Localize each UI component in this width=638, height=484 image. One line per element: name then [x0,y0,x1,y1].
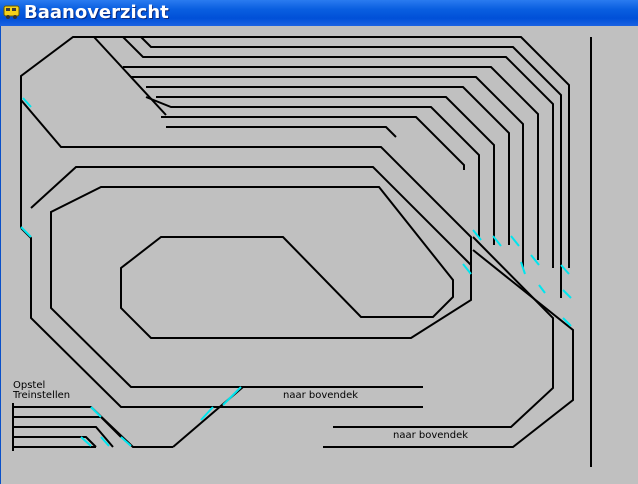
track-stair-4 [131,76,524,268]
switch-10 [560,264,570,275]
track-stair-3 [123,66,539,260]
switch-7 [520,261,526,275]
train-icon [3,4,21,20]
switch-18 [120,436,132,447]
switch-14 [200,406,214,421]
switch-6 [510,235,520,247]
track-loop-outer-top [30,166,472,388]
track-stair-7 [145,96,480,237]
track-diagram [12,36,592,467]
yard-track-3 [13,426,114,448]
track-stair-5 [146,86,510,245]
switch-5 [492,235,502,247]
switch-17 [100,436,110,447]
switch-9 [538,284,546,294]
track-stair-6 [156,96,495,245]
track-outer-left [20,36,570,268]
track-diagonal-entry [20,99,472,268]
label-opstel: Opstel [13,380,46,391]
switch-11 [562,289,572,299]
track-right-loop-2 [323,249,574,448]
label-naar-bovendek-2: naar bovendek [393,430,469,441]
switch-16 [80,436,92,447]
switch-8 [530,254,540,266]
label-naar-bovendek-1: naar bovendek [283,390,359,401]
label-treinstellen: Treinstellen [13,390,71,401]
track-lines [12,36,592,467]
switch-15 [90,406,102,418]
track-right-loop-1 [333,236,554,428]
track-layout-canvas: Opstel Treinstellen naar bovendek naar b… [0,26,638,484]
switch-13 [222,386,242,406]
switch-4 [472,229,482,241]
yard-track-4 [13,436,97,448]
title-bar[interactable]: Baanoverzicht [0,0,638,26]
track-stair-2 [140,36,562,298]
switch-2 [20,226,32,238]
track-stair-1 [122,36,554,268]
switch-12 [562,317,572,327]
track-stair-8 [161,116,465,170]
switch-1 [22,97,32,108]
window-title: Baanoverzicht [24,2,169,23]
switch-markers [20,97,572,447]
track-top-spur [93,36,167,116]
switch-3 [462,263,472,275]
track-stair-9 [166,126,397,138]
